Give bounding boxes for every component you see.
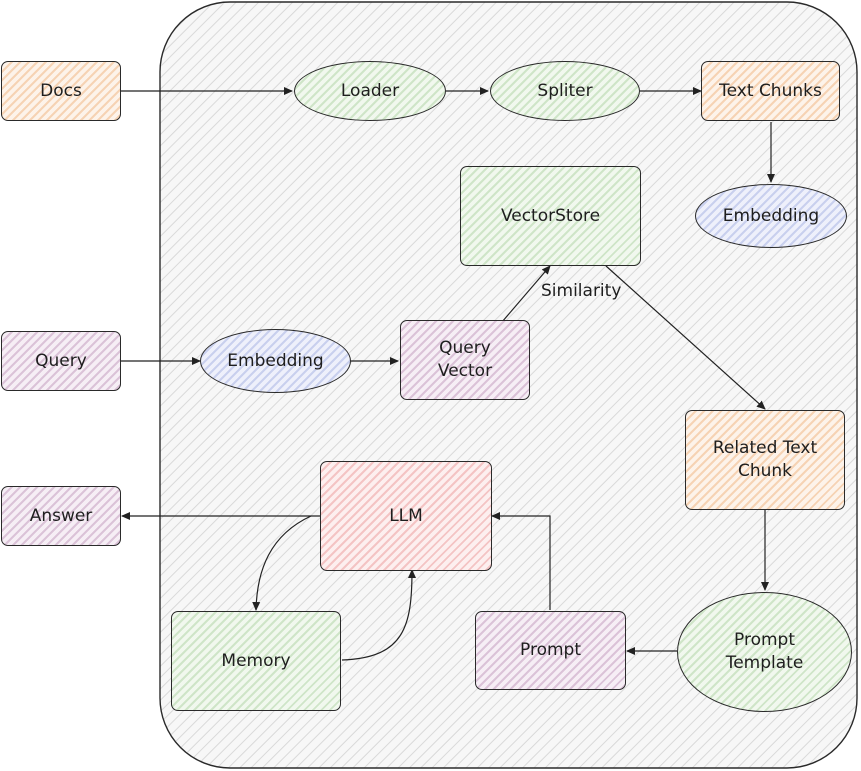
embedding-query-node: Embedding bbox=[200, 329, 351, 393]
query-vector-node: Query Vector bbox=[400, 320, 530, 400]
similarity-label: Similarity bbox=[541, 281, 622, 301]
vectorstore-node: VectorStore bbox=[460, 166, 641, 266]
prompt-template-line2: Template bbox=[725, 653, 804, 673]
edge-prompt-llm bbox=[491, 512, 551, 610]
query-vector-line2: Vector bbox=[437, 361, 493, 381]
edge-vectorstore-related bbox=[605, 265, 766, 410]
edge-queryvector-vectorstore bbox=[501, 265, 551, 323]
edge-llm-memory bbox=[252, 515, 312, 611]
query-node: Query bbox=[1, 331, 121, 391]
text-chunks-node: Text Chunks bbox=[701, 61, 840, 121]
related-line2: Chunk bbox=[737, 461, 793, 481]
related-line1: Related Text bbox=[712, 438, 818, 458]
prompt-node: Prompt bbox=[475, 611, 626, 690]
spliter-node: Spliter bbox=[490, 61, 640, 121]
edge-memory-llm bbox=[341, 569, 416, 661]
memory-node: Memory bbox=[171, 611, 341, 711]
related-text-chunk-node: Related Text Chunk bbox=[685, 410, 845, 510]
embedding-doc-node: Embedding bbox=[695, 184, 847, 248]
docs-node: Docs bbox=[1, 61, 121, 121]
llm-node: LLM bbox=[320, 461, 492, 571]
loader-node: Loader bbox=[294, 61, 446, 121]
answer-node: Answer bbox=[1, 486, 121, 546]
prompt-template-line1: Prompt bbox=[734, 630, 795, 650]
prompt-template-node: Prompt Template bbox=[677, 592, 852, 712]
query-vector-line1: Query bbox=[439, 338, 491, 358]
